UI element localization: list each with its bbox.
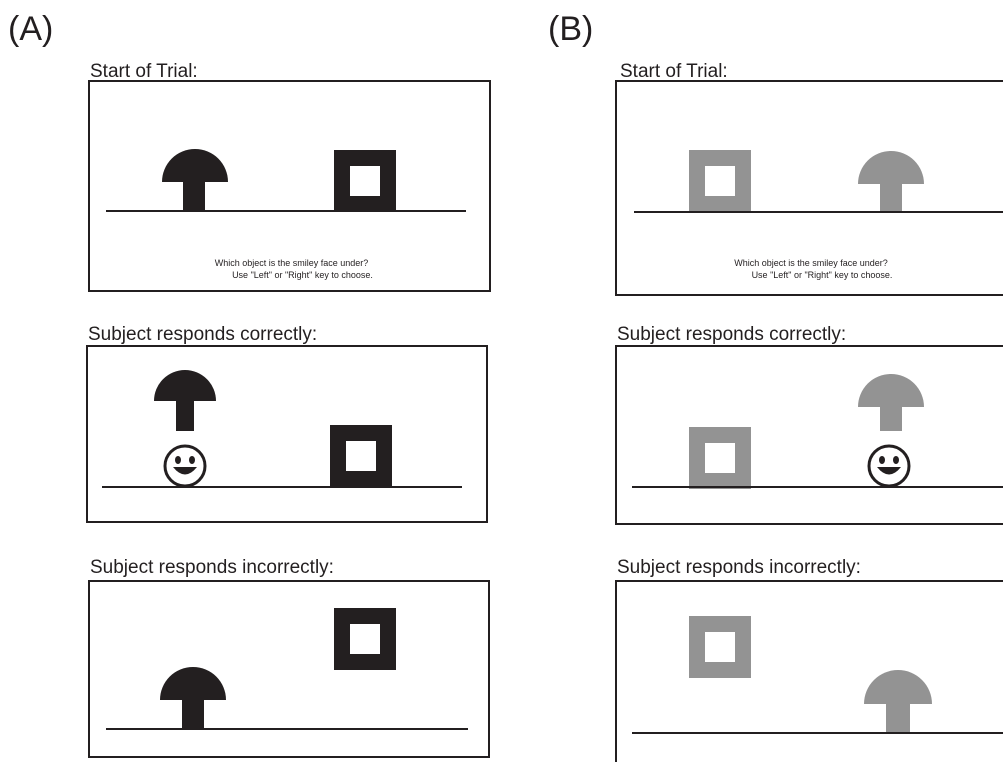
- smiley-face-icon: [867, 444, 911, 488]
- mushroom-icon: [858, 374, 924, 431]
- panel-a-incorrect-caption: Subject responds incorrectly:: [90, 557, 334, 578]
- hollow-square-icon: [689, 150, 751, 212]
- mushroom-icon: [160, 667, 226, 728]
- instruction-text: Which object is the smiley face under? U…: [90, 257, 493, 281]
- hollow-square-icon: [689, 427, 751, 489]
- mushroom-icon: [162, 149, 228, 210]
- panel-b-start-caption: Start of Trial:: [620, 61, 728, 82]
- hollow-square-icon: [689, 616, 751, 678]
- instruction-line-1: Which object is the smiley face under?: [214, 258, 369, 268]
- mushroom-icon: [858, 151, 924, 212]
- hollow-square-icon: [334, 608, 396, 670]
- panel-b-correct-scene: [615, 345, 1003, 525]
- smiley-face-icon: [163, 444, 207, 488]
- panel-b-correct-caption: Subject responds correctly:: [617, 324, 847, 345]
- mushroom-icon: [154, 370, 216, 431]
- instruction-line-1: Which object is the smiley face under?: [734, 258, 888, 268]
- ground-line: [106, 728, 468, 730]
- panel-b-incorrect-scene: [615, 580, 1003, 762]
- mushroom-icon: [864, 670, 932, 732]
- panel-b-label: (B): [548, 10, 594, 48]
- panel-a-start-scene: Which object is the smiley face under? U…: [88, 80, 491, 292]
- panel-a-correct-caption: Subject responds correctly:: [88, 324, 318, 345]
- ground-line: [106, 210, 466, 212]
- ground-line: [632, 486, 1003, 488]
- ground-line: [102, 486, 462, 488]
- panel-a-correct-scene: [86, 345, 488, 523]
- panel-a-label: (A): [8, 10, 54, 48]
- panel-b-incorrect-caption: Subject responds incorrectly:: [617, 557, 861, 578]
- panel-a-incorrect-scene: [88, 580, 490, 758]
- hollow-square-icon: [334, 150, 396, 212]
- panel-b-start-scene: Which object is the smiley face under? U…: [615, 80, 1003, 296]
- panel-a-start-caption: Start of Trial:: [90, 61, 198, 82]
- instruction-line-2: Use "Left" or "Right" key to choose.: [751, 270, 893, 280]
- instruction-text: Which object is the smiley face under? U…: [617, 257, 1003, 281]
- ground-line: [632, 732, 1003, 734]
- hollow-square-icon: [330, 425, 392, 487]
- instruction-line-2: Use "Left" or "Right" key to choose.: [232, 270, 373, 280]
- ground-line: [634, 211, 1003, 213]
